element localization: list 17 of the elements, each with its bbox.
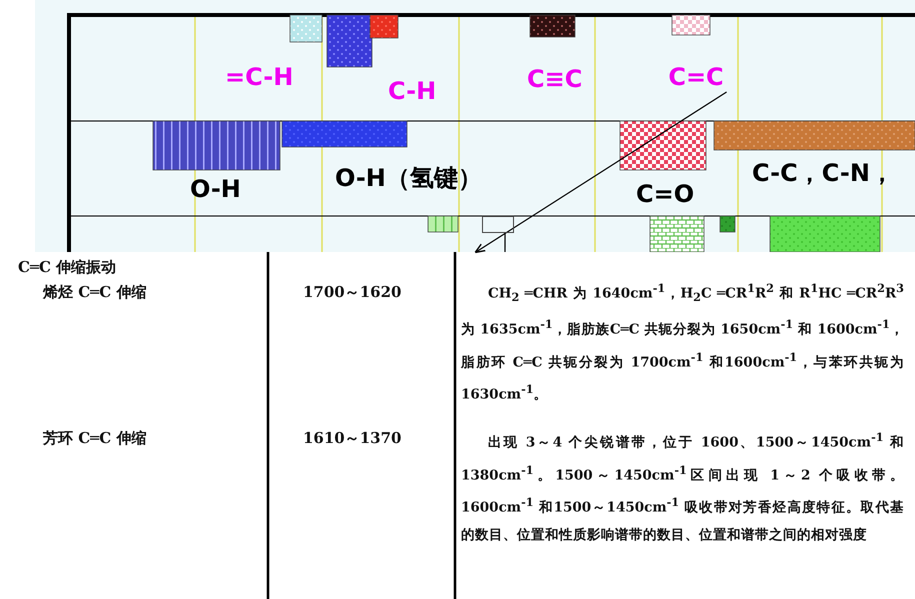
table-cell: 1700～1620 [303, 284, 402, 300]
bond-label: C-C，C-N， [752, 160, 894, 186]
bond-label: O-H（氢键） [335, 165, 482, 192]
table-cell: 烯烃 C═C 伸缩 [43, 284, 146, 300]
bond-label: C=O [636, 181, 694, 208]
bond-label: C=C [662, 62, 730, 92]
table-cell-text: CH$_{2}$ ═CHR 为 1640cm$^{-1}$，H$_{2}$C ═CR$^{1}$R$^{2}$ 和 R$^{1}$HC ═CR$^{2}$R$^{3}$ 为 1635cm$^{-1}$，脂肪族C═C 共轭分裂为 1650cm$^{-1}$ 和 1600cm$^{-1}$，脂肪环 C═C 共轭分裂为 1700cm$^{-1}$ 和1600cm$^{-1}$，与苯环共轭为 1630cm$^{-1}$。 [461, 280, 904, 405]
connector-line [504, 233, 506, 252]
arrow [474, 92, 727, 254]
table-cell: 芳环 C═C 伸缩 [43, 430, 146, 446]
table-cell: 1610～1370 [303, 430, 402, 446]
absorption-band [482, 216, 514, 233]
row-heading: C═C 伸缩振动 [18, 259, 116, 276]
bond-label: C≡C [527, 66, 582, 92]
table-cell-text: 出现 3～4 个尖锐谱带，位于 1600、1500～1450cm$^{-1}$ 和 1380cm$^{-1}$。1500～1450cm$^{-1}$区间出现 1～2 个吸收带。1600cm$^{-1}$ 和1500～1450cm$^{-1}$ 吸收带对芳香烃高度特征。取代基的数目、位置和性质影响谱带的数目、位置和谱带之间的相对强度 [461, 429, 904, 544]
bond-label: C-H [388, 78, 436, 104]
bond-label: =C-H [225, 64, 294, 90]
